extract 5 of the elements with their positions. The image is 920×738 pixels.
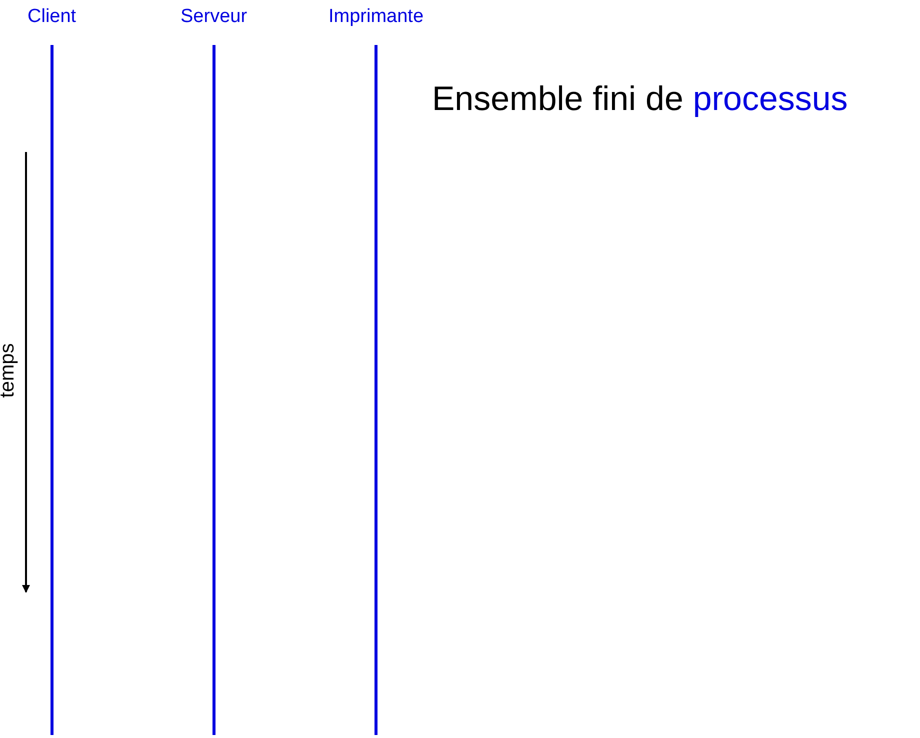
axis-label: temps	[0, 342, 20, 398]
participant-label: Imprimante	[328, 6, 424, 28]
participant-label: Serveur	[180, 6, 248, 28]
participant-label: Client	[28, 6, 76, 28]
heading: Ensemble fini de processus	[432, 80, 848, 119]
